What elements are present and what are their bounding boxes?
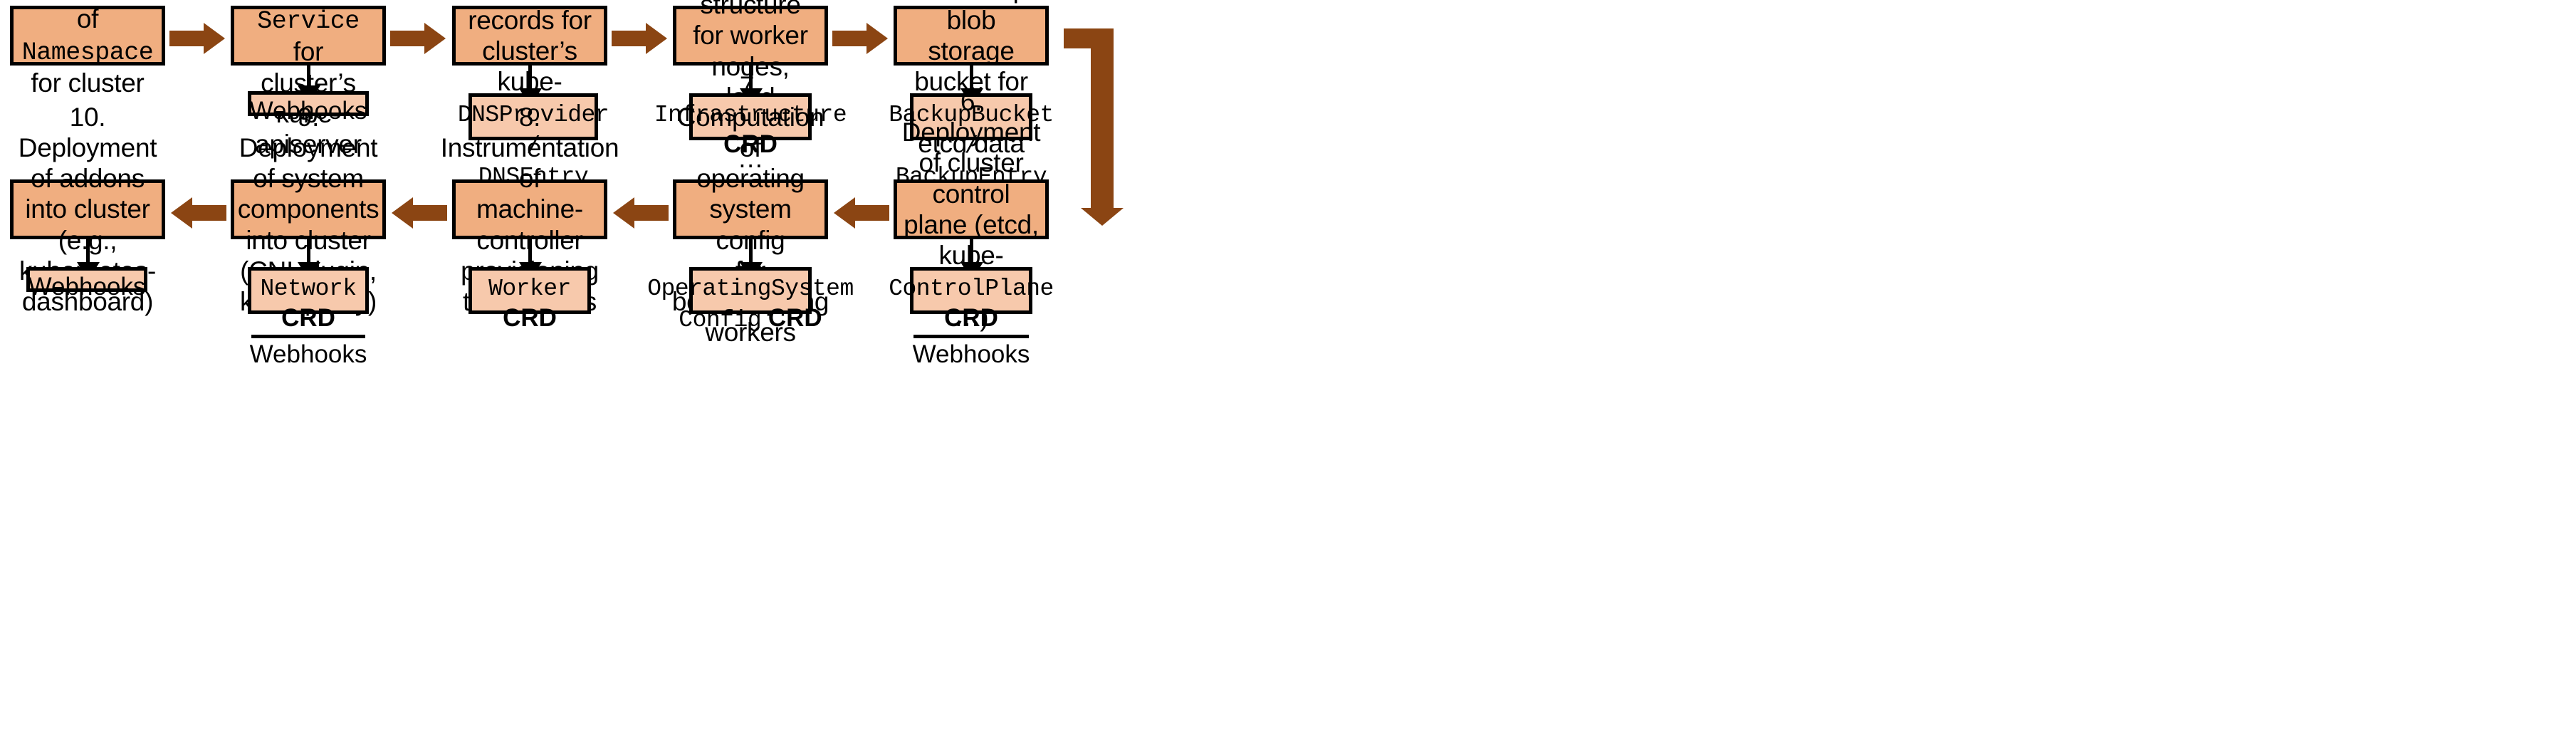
- flow-arrow-6-to-7: [834, 197, 889, 229]
- flow-arrow-8-to-9: [392, 197, 447, 229]
- artifact-row: Webhooks: [28, 271, 146, 303]
- step-box-2[interactable]: 2. Creation of loadbalancer Service forc…: [231, 0, 386, 159]
- step-box-4[interactable]: 4. Preparation of infra-structure for wo…: [673, 0, 828, 173]
- artifact-label: Webhooks: [28, 273, 146, 301]
- artifact-row: Webhooks: [912, 334, 1030, 371]
- artifact-row: Webhooks: [249, 334, 367, 371]
- flow-arrow-7-to-8: [613, 197, 669, 229]
- flow-arrow-9-to-10: [171, 197, 226, 229]
- flow-arrow-4-to-5: [832, 23, 888, 54]
- step-2-text: 2. Creation of loadbalancer Service forc…: [255, 0, 362, 160]
- artifact-label: Webhooks: [249, 340, 367, 368]
- artifact-label: ControlPlane CRD: [889, 276, 1054, 332]
- flow-arrow-1-to-2: [169, 23, 225, 54]
- artifact-label: Network CRD: [260, 276, 357, 332]
- artifact-box-step-6[interactable]: ControlPlane CRD Webhooks: [889, 267, 1054, 368]
- artifact-box-step-10[interactable]: Webhooks: [26, 267, 147, 301]
- step-box-3[interactable]: 3. Creation of DNSrecords for cluster’sk…: [452, 0, 607, 127]
- step-box-8[interactable]: 8. Instrumentation ofmachine-controllerp…: [441, 103, 619, 317]
- flow-arrow-2-to-3: [390, 23, 446, 54]
- artifact-row: Webhooks: [249, 95, 367, 127]
- artifact-row: ControlPlane CRD: [889, 271, 1054, 335]
- flow-arrow-3-to-4: [612, 23, 667, 54]
- artifact-row: Network CRD: [251, 271, 365, 335]
- artifact-box-step-9[interactable]: Network CRD Webhooks: [248, 267, 369, 368]
- flow-arrow-5-to-6-elbow: [1052, 23, 1124, 226]
- artifact-box-step-2[interactable]: Webhooks: [248, 91, 369, 125]
- artifact-label: Webhooks: [912, 340, 1030, 368]
- step-box-5[interactable]: 5. Preparation of backupblob storage buc…: [894, 0, 1049, 158]
- artifact-label: Webhooks: [249, 97, 367, 125]
